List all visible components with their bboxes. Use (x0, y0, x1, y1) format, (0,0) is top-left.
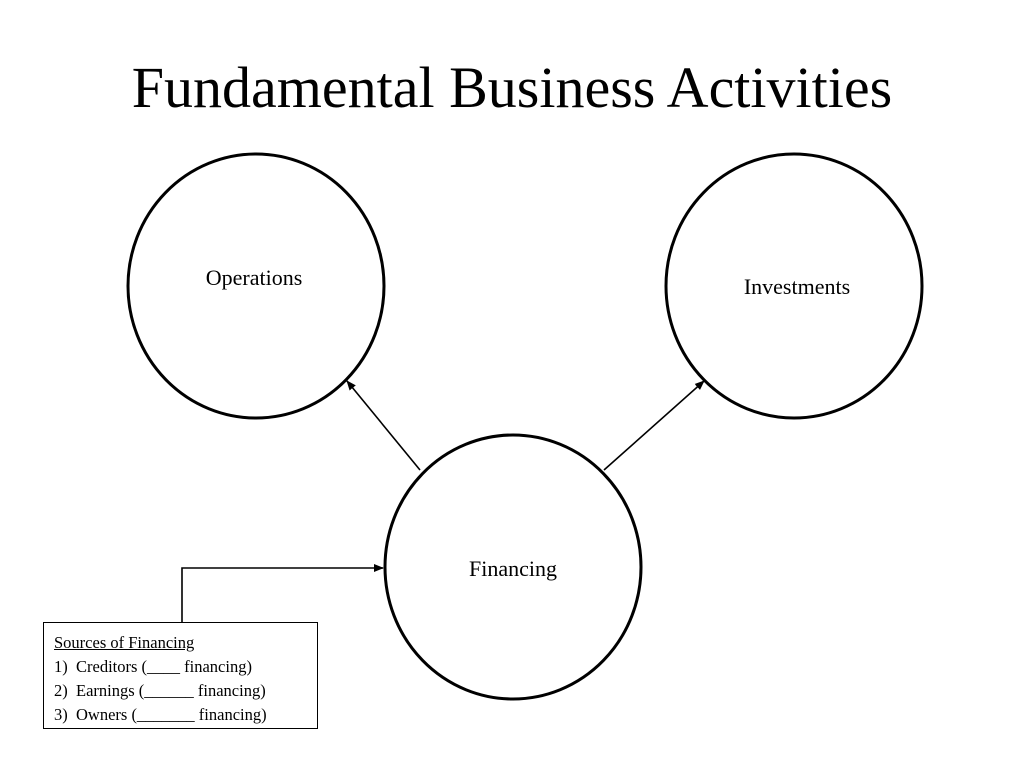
operations-label: Operations (206, 265, 303, 290)
financing-label: Financing (469, 556, 557, 581)
arrow-sources-to-financing (181, 564, 384, 622)
investments-label: Investments (744, 274, 850, 299)
arrow-financing-to-investments (603, 380, 705, 471)
financing-node: Financing (383, 433, 643, 701)
sources-of-financing-box: Sources of Financing 1) Creditors (____ … (43, 622, 318, 729)
operations-node: Operations (126, 152, 386, 420)
sources-item-earnings: 2) Earnings (______ financing) (54, 681, 266, 700)
sources-item-owners: 3) Owners (_______ financing) (54, 705, 267, 724)
slide-title: Fundamental Business Activities (131, 55, 893, 120)
sources-heading: Sources of Financing (54, 633, 195, 652)
investments-circle (664, 152, 924, 420)
arrow-financing-to-operations (346, 380, 421, 471)
operations-circle (126, 152, 386, 420)
financing-circle (383, 433, 643, 701)
investments-node: Investments (664, 152, 924, 420)
sources-item-creditors: 1) Creditors (____ financing) (54, 657, 252, 676)
